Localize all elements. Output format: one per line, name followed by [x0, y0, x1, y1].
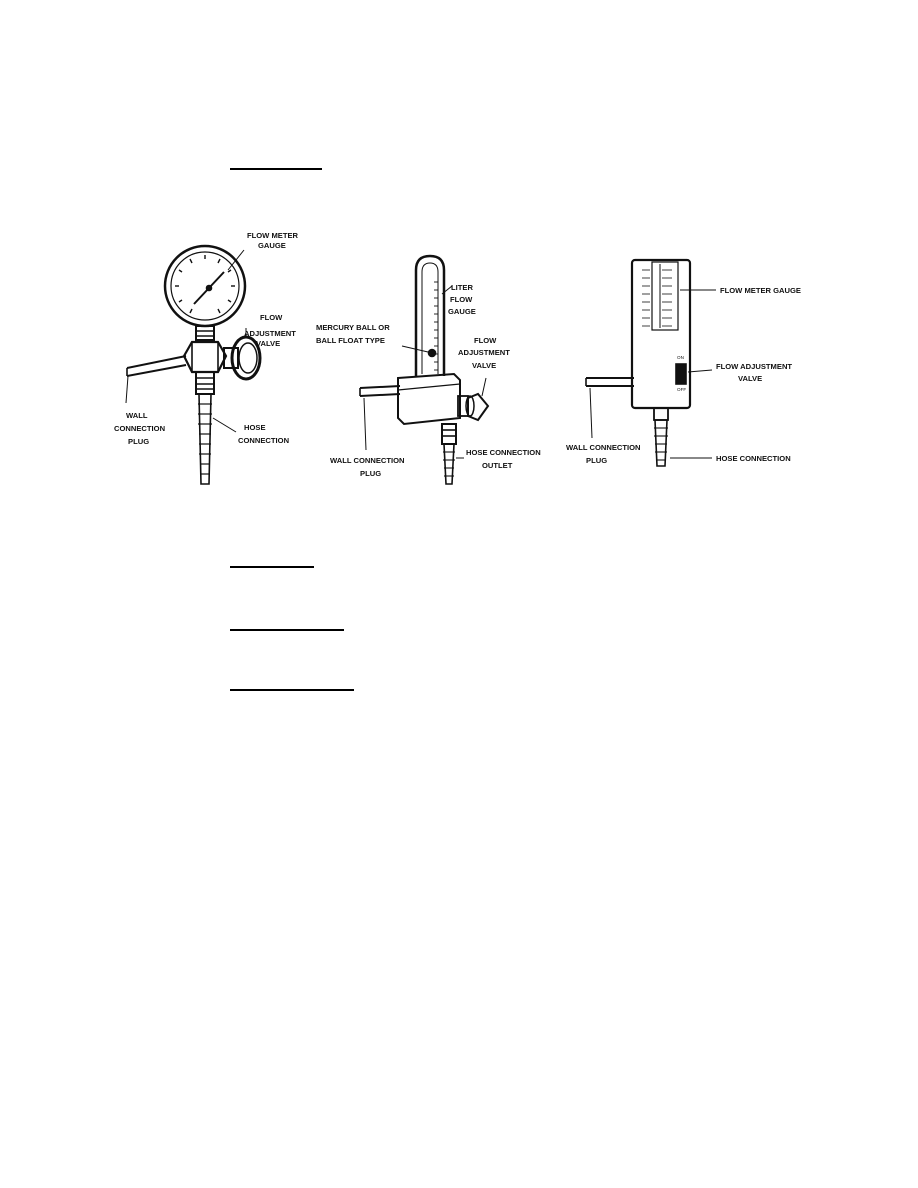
middle-valve-label-3: VALVE [472, 361, 496, 370]
middle-valve-label-2: ADJUSTMENT [458, 348, 510, 357]
flow-meter-figure: FLOW METER GAUGE FLOW ADJUSTMENT VALVE W… [112, 228, 812, 490]
heading-underline-1 [230, 168, 322, 170]
heading-underline-2 [230, 566, 314, 568]
middle-plug-label-1: WALL CONNECTION [330, 456, 405, 465]
tube-flow-meter [359, 254, 490, 485]
middle-hose-label-2: OUTLET [482, 461, 513, 470]
middle-ball-label-1: MERCURY BALL OR [316, 323, 390, 332]
right-plug-label-1: WALL CONNECTION [566, 443, 641, 452]
middle-gauge-label-3: GAUGE [448, 307, 476, 316]
right-valve-label-1: FLOW ADJUSTMENT [716, 362, 792, 371]
heading-underline-4 [230, 689, 354, 691]
heading-underline-3 [230, 629, 344, 631]
left-plug-label-3: PLUG [128, 437, 149, 446]
right-valve-label-2: VALVE [738, 374, 762, 383]
left-gauge-label-2: GAUGE [258, 241, 286, 250]
right-switch-off: OFF [677, 387, 686, 392]
middle-gauge-label-1: LITER [451, 283, 473, 292]
left-plug-label-2: CONNECTION [114, 424, 165, 433]
middle-ball-label-2: BALL FLOAT TYPE [316, 336, 385, 345]
left-valve-label-2: ADJUSTMENT [244, 329, 296, 338]
left-hose-label-2: CONNECTION [238, 436, 289, 445]
box-flow-meter [585, 258, 716, 467]
middle-hose-label-1: HOSE CONNECTION [466, 448, 541, 457]
right-gauge-scale [642, 269, 672, 327]
left-gauge-label-1: FLOW METER [247, 231, 299, 240]
right-switch-on: ON [677, 355, 684, 360]
right-hose-label: HOSE CONNECTION [716, 454, 791, 463]
left-valve-label-3: VALVE [256, 339, 280, 348]
dial-flow-meter [125, 244, 262, 485]
right-gauge-label: FLOW METER GAUGE [720, 286, 801, 295]
middle-plug-label-2: PLUG [360, 469, 381, 478]
middle-gauge-label-2: FLOW [450, 295, 473, 304]
right-plug-label-2: PLUG [586, 456, 607, 465]
left-hose-label-1: HOSE [244, 423, 266, 432]
left-plug-label-1: WALL [126, 411, 148, 420]
left-valve-label-1: FLOW [260, 313, 283, 322]
middle-valve-label-1: FLOW [474, 336, 497, 345]
